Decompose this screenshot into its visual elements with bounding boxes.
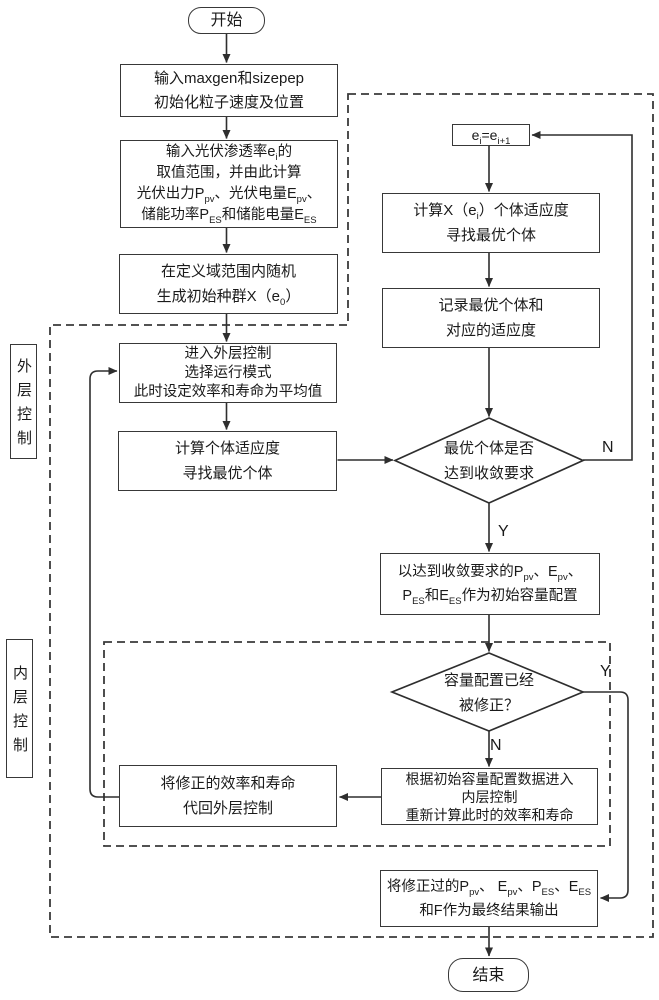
decision-capacity-corrected-text: 容量配置已经 被修正？ bbox=[409, 665, 569, 720]
arrow-d1-n-loop-to-ebox bbox=[531, 131, 633, 461]
b8-line-1: 将修正的效率和寿命 bbox=[160, 775, 296, 792]
process-enter-outer-control: 进入外层控制 选择运行模式 此时设定效率和寿命为平均值 bbox=[119, 343, 337, 403]
process-return-corrected-to-outer: 将修正的效率和寿命 代回外层控制 bbox=[119, 765, 337, 827]
b4-line-1: 进入外层控制 bbox=[184, 345, 272, 362]
end-label: 结束 bbox=[472, 966, 505, 984]
b2-line-1: 输入光伏渗透率ei的 bbox=[165, 144, 293, 163]
decision-convergence-shape bbox=[392, 417, 586, 504]
r2-line-2: 对应的适应度 bbox=[445, 322, 536, 339]
b8-line-2: 代回外层控制 bbox=[182, 800, 273, 817]
ebox-line-1: ei=ei+1 bbox=[471, 126, 511, 147]
branch-label-n-convergence: N bbox=[602, 439, 614, 456]
r1-line-2: 寻找最优个体 bbox=[445, 227, 536, 244]
b5-line-2: 寻找最优个体 bbox=[182, 465, 273, 482]
process-input-penetration-range: 输入光伏渗透率ei的 取值范围，并由此计算 光伏出力Ppv、光伏电量Epv、 储… bbox=[120, 140, 338, 228]
b3-line-1: 在定义域范围内随机 bbox=[160, 263, 296, 280]
inner-control-dashed-region bbox=[103, 641, 611, 847]
r1-line-1: 计算X（ei）个体适应度 bbox=[413, 202, 569, 222]
b2-line-2: 取值范围，并由此计算 bbox=[156, 165, 302, 181]
process-compute-fitness-outer: 计算个体适应度 寻找最优个体 bbox=[118, 431, 337, 491]
d2-line-2: 被修正？ bbox=[458, 696, 519, 714]
process-input-params: 输入maxgen和sizepep 初始化粒子速度及位置 bbox=[120, 64, 338, 117]
b2-line-3: 光伏出力Ppv、光伏电量Epv、 bbox=[136, 186, 322, 205]
process-generate-initial-population: 在定义域范围内随机 生成初始种群X（e0） bbox=[119, 254, 338, 314]
process-output-final-result: 将修正过的Ppv、 Epv、PES、EES 和F作为最终结果输出 bbox=[380, 870, 598, 927]
b1-line-2: 初始化粒子速度及位置 bbox=[153, 93, 304, 111]
process-record-best-individual: 记录最优个体和 对应的适应度 bbox=[382, 288, 600, 348]
end-terminal: 结束 bbox=[448, 958, 529, 992]
b9-line-2: 和F作为最终结果输出 bbox=[419, 902, 559, 919]
b9-line-1: 将修正过的Ppv、 Epv、PES、EES bbox=[386, 878, 592, 898]
r2-line-1: 记录最优个体和 bbox=[438, 297, 544, 314]
process-enter-inner-control: 根据初始容量配置数据进入 内层控制 重新计算此时的效率和寿命 bbox=[381, 768, 598, 825]
d1-line-1: 最优个体是否 bbox=[443, 439, 534, 457]
arrow-b8-feedback-to-b4 bbox=[89, 367, 119, 798]
b7-line-3: 重新计算此时的效率和寿命 bbox=[405, 806, 574, 823]
process-compute-fitness-xei: 计算X（ei）个体适应度 寻找最优个体 bbox=[382, 193, 600, 253]
process-increment-ei: ei=ei+1 bbox=[452, 124, 530, 146]
start-terminal: 开始 bbox=[188, 7, 265, 34]
d2-line-1: 容量配置已经 bbox=[443, 671, 534, 689]
b3-line-2: 生成初始种群X（e0） bbox=[156, 288, 301, 308]
branch-label-y-corrected: Y bbox=[600, 663, 611, 680]
b6-line-2: PES和EES作为初始容量配置 bbox=[402, 588, 578, 607]
outer-control-dashed-region bbox=[49, 93, 654, 938]
b7-line-2: 内层控制 bbox=[461, 788, 518, 805]
b5-line-1: 计算个体适应度 bbox=[174, 440, 280, 457]
decision-capacity-corrected-shape bbox=[389, 652, 586, 732]
b4-line-3: 此时设定效率和寿命为平均值 bbox=[133, 383, 323, 400]
d1-line-2: 达到收敛要求 bbox=[443, 464, 534, 482]
b4-line-2: 选择运行模式 bbox=[184, 364, 272, 381]
decision-convergence-text: 最优个体是否 达到收敛要求 bbox=[409, 433, 569, 488]
outer-control-side-label: 外层控制 bbox=[10, 344, 37, 459]
b6-line-1: 以达到收敛要求的Ppv、Epv、 bbox=[397, 564, 583, 583]
branch-label-n-corrected: N bbox=[490, 737, 502, 754]
b1-line-1: 输入maxgen和sizepep bbox=[153, 69, 305, 87]
branch-label-y-convergence: Y bbox=[498, 523, 509, 540]
start-label: 开始 bbox=[210, 12, 243, 29]
arrow-d2-y-to-b9 bbox=[583, 691, 629, 902]
b2-line-4: 储能功率PES和储能电量EES bbox=[141, 207, 317, 226]
process-initial-capacity-config: 以达到收敛要求的Ppv、Epv、 PES和EES作为初始容量配置 bbox=[380, 553, 600, 615]
inner-control-side-label: 内层控制 bbox=[6, 639, 33, 778]
b7-line-1: 根据初始容量配置数据进入 bbox=[405, 770, 574, 787]
